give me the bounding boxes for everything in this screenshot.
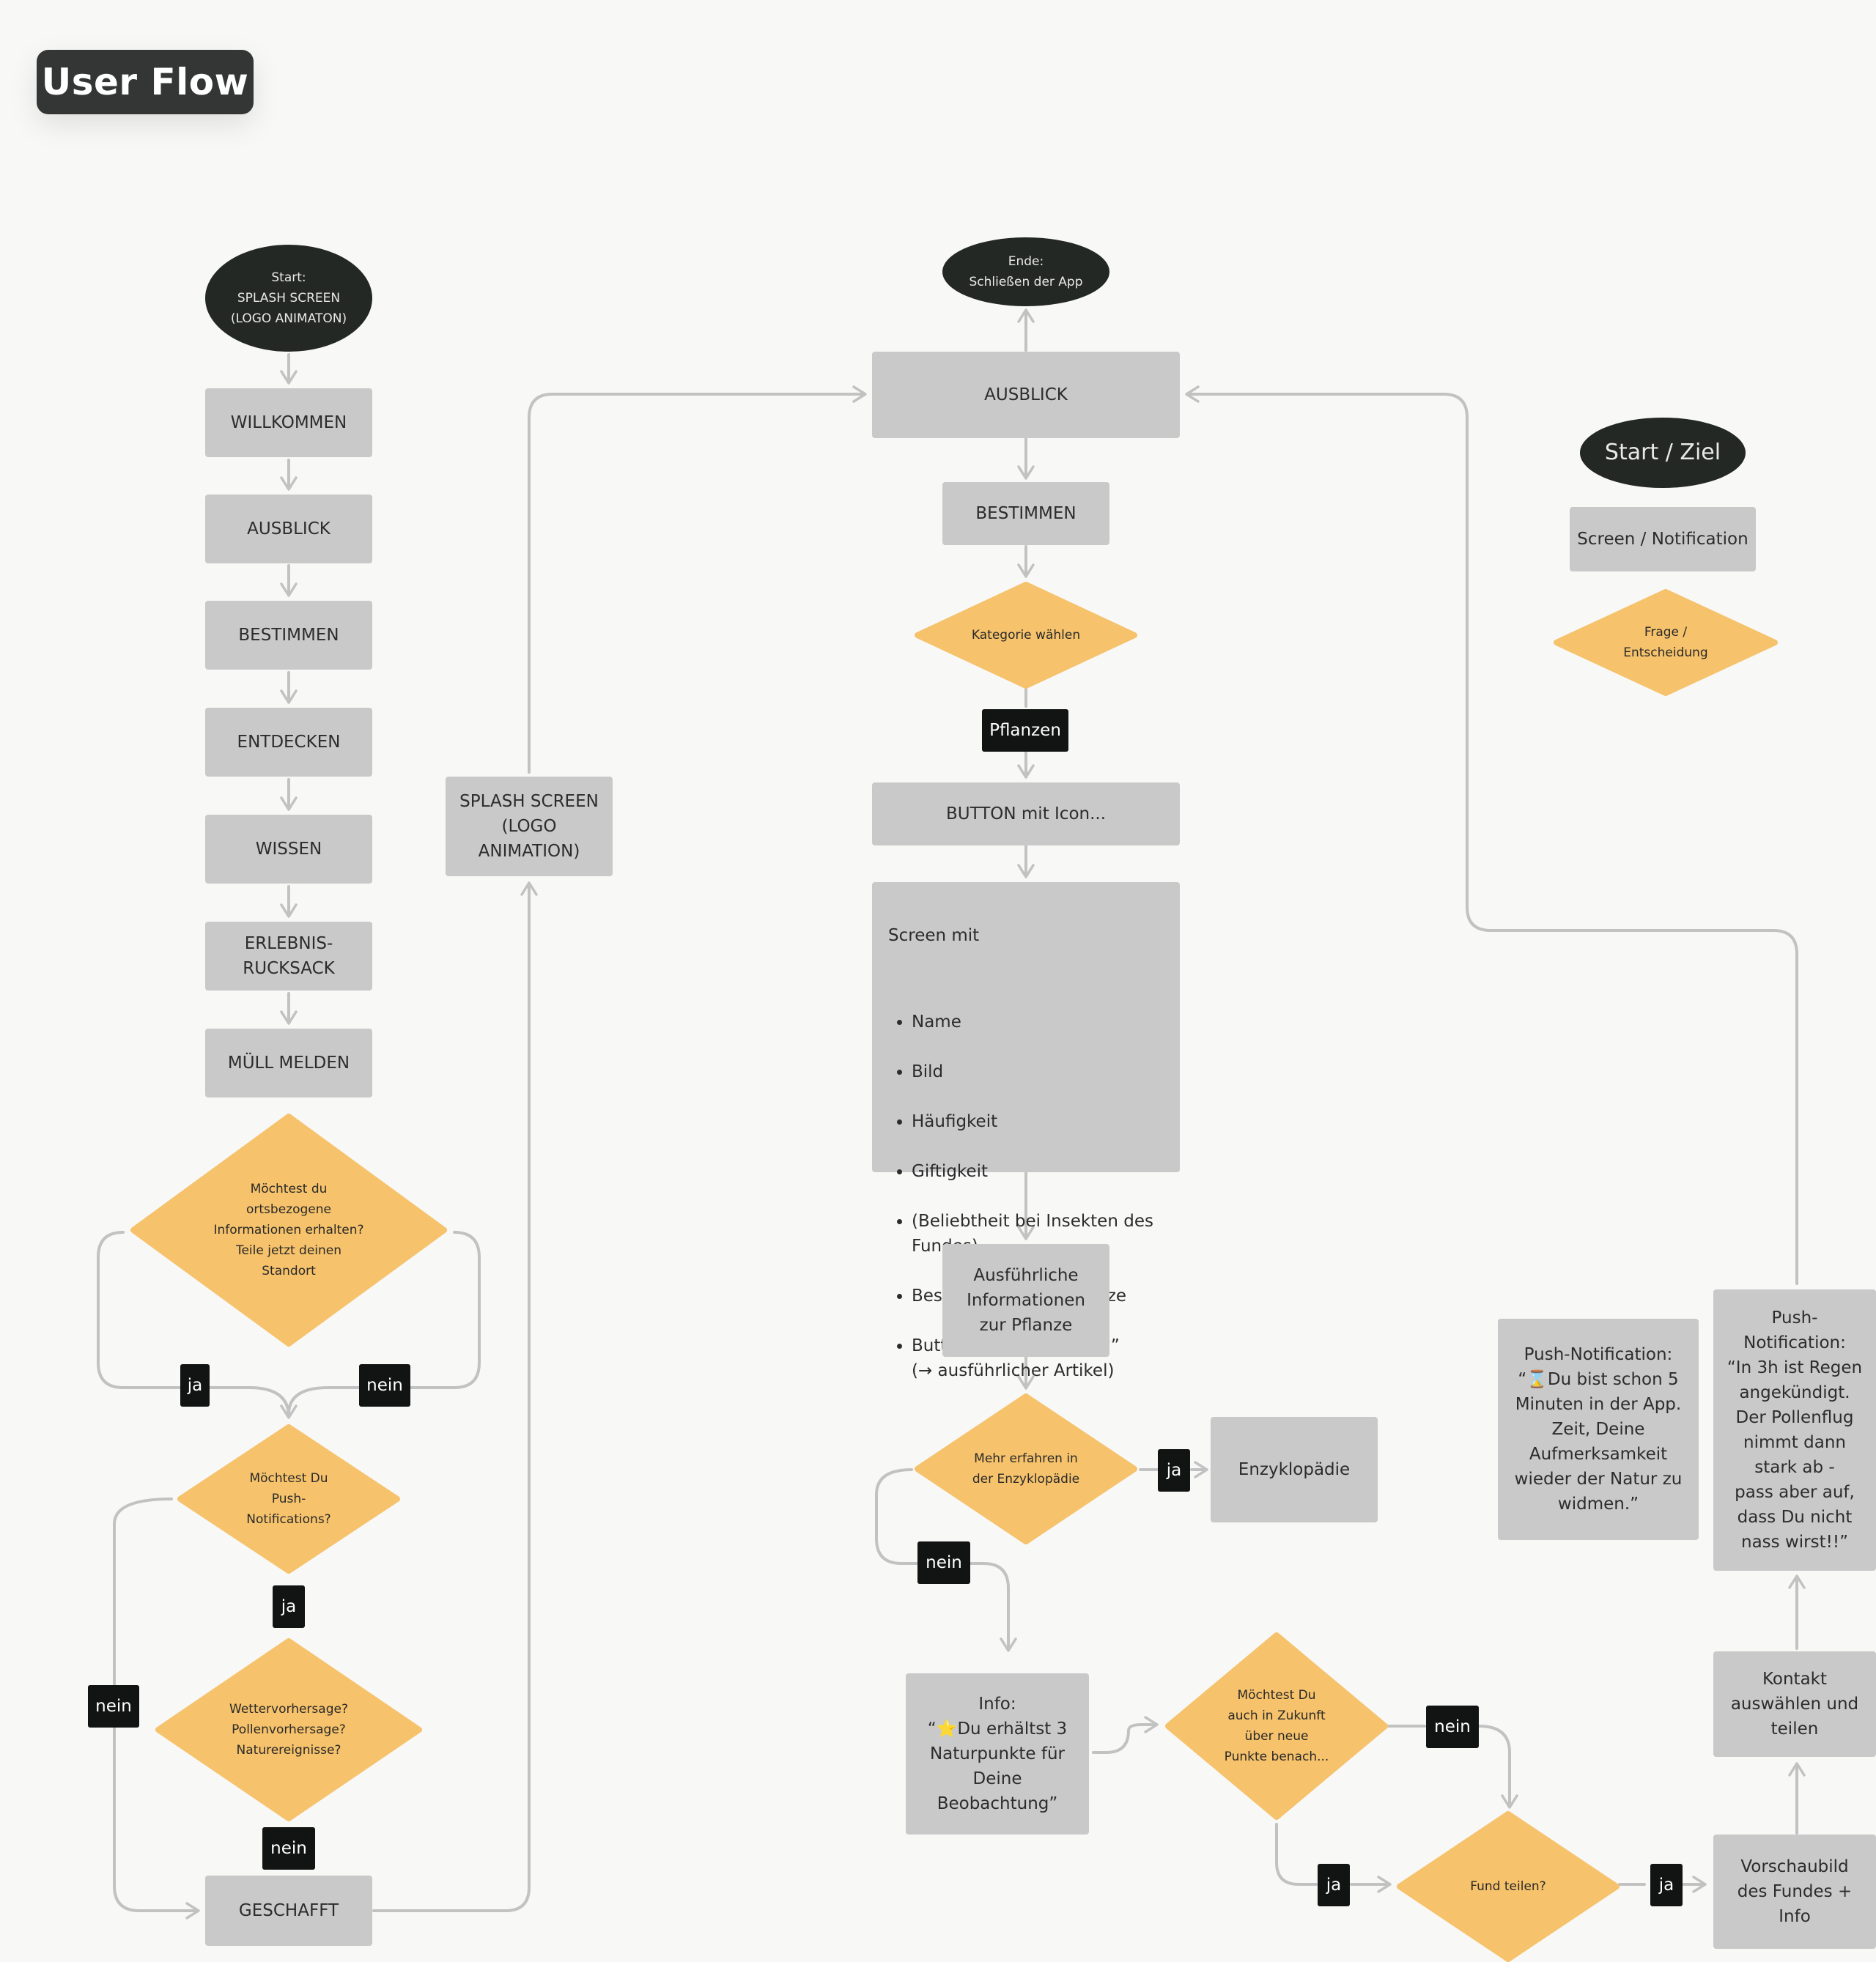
willkommen-screen: WILLKOMMEN: [205, 388, 372, 457]
fund-ja-label: ja: [1650, 1864, 1683, 1906]
push-ja-label: ja: [273, 1585, 305, 1628]
bestimmen-screen-main: BESTIMMEN: [942, 482, 1109, 545]
diamond-shape: [130, 1114, 447, 1347]
start-terminal: Start: SPLASH SCREEN (LOGO ANIMATON): [205, 245, 372, 352]
button-icon-screen: BUTTON mit Icon...: [872, 782, 1180, 845]
diamond-shape: [177, 1424, 400, 1574]
kategorie-decision: Kategorie wählen: [915, 582, 1137, 689]
pflanzen-label: Pflanzen: [982, 709, 1068, 752]
page-title: User Flow: [37, 50, 254, 114]
kontakt-screen: Kontakt auswählen und teilen: [1713, 1651, 1876, 1757]
wissen-screen: WISSEN: [205, 815, 372, 884]
detail-item: Name: [912, 1010, 1164, 1034]
ende-terminal: Ende: Schließen der App: [942, 237, 1109, 306]
mehr-erfahren-question: Mehr erfahren in der Enzyklopädie: [972, 1451, 1080, 1487]
ausfuehrliche-info-screen: Ausführliche Informationen zur Pflanze: [942, 1244, 1109, 1357]
detail-screen-title: Screen mit: [888, 926, 980, 945]
muell-melden-screen: MÜLL MELDEN: [205, 1029, 372, 1097]
detail-item: Bild: [912, 1059, 1164, 1084]
zukunft-question: Möchtest Du auch in Zukunft über neue Pu…: [1224, 1688, 1329, 1764]
zukunft-decision: Möchtest Du auch in Zukunft über neue Pu…: [1165, 1632, 1388, 1820]
legend-terminal-label: Start / Ziel: [1604, 440, 1721, 465]
detail-item: Häufigkeit: [912, 1109, 1164, 1134]
connector: [97, 1231, 298, 1419]
legend-screen: Screen / Notification: [1570, 507, 1756, 571]
wetter-nein-label: nein: [262, 1827, 315, 1870]
connector: [113, 1498, 200, 1920]
fund-decision: Fund teilen?: [1397, 1811, 1620, 1962]
ausblick-screen-left: AUSBLICK: [205, 495, 372, 563]
vorschau-screen: Vorschaubild des Fundes + Info: [1713, 1835, 1876, 1949]
enzyklopaedie-screen: Enzyklopädie: [1211, 1417, 1378, 1522]
connector: [875, 1468, 922, 1565]
erlebnis-rucksack-screen: ERLEBNIS- RUCKSACK: [205, 922, 372, 991]
push-zeit-notification: Push-Notification: “⌛Du bist schon 5 Min…: [1498, 1319, 1699, 1540]
mehr-ja-label: ja: [1158, 1449, 1190, 1492]
legend-terminal: Start / Ziel: [1580, 418, 1746, 488]
geschafft-screen: GESCHAFFT: [205, 1876, 372, 1946]
wetter-question: Wettervorhersage? Pollenvorhersage? Natu…: [229, 1702, 348, 1758]
diamond-shape: [915, 582, 1137, 689]
standort-ja-label: ja: [180, 1364, 210, 1407]
standort-question: Möchtest du ortsbezogene Informationen e…: [213, 1182, 364, 1278]
mehr-erfahren-decision: Mehr erfahren in der Enzyklopädie: [915, 1393, 1137, 1544]
connector: [1092, 1716, 1159, 1754]
connector: [956, 1562, 1017, 1652]
push-regen-notification: Push- Notification: “In 3h ist Regen ang…: [1713, 1289, 1876, 1571]
entdecken-screen: ENTDECKEN: [205, 708, 372, 777]
connector: [1185, 385, 1798, 1285]
wetter-decision: Wettervorhersage? Pollenvorhersage? Natu…: [155, 1638, 422, 1821]
zukunft-nein-label: nein: [1426, 1706, 1479, 1748]
connector: [528, 385, 867, 774]
splash-screen-mid: SPLASH SCREEN (LOGO ANIMATION): [446, 777, 613, 876]
diamond-shape: [155, 1638, 422, 1821]
legend-decision: Frage / Entscheidung: [1554, 589, 1778, 696]
diamond-shape: [1554, 589, 1778, 696]
mehr-nein-label: nein: [917, 1541, 970, 1584]
ausblick-screen-main: AUSBLICK: [872, 352, 1180, 438]
ende-label: Ende: Schließen der App: [969, 254, 1083, 289]
diamond-shape: [1397, 1811, 1620, 1962]
start-label: Start: SPLASH SCREEN (LOGO ANIMATON): [230, 270, 347, 326]
connector: [372, 881, 538, 1912]
detail-item: Giftigkeit: [912, 1159, 1164, 1184]
info-screen: Info: “⭐Du erhältst 3 Naturpunkte für De…: [906, 1673, 1089, 1835]
push-decision: Möchtest Du Push- Notifications?: [177, 1424, 400, 1574]
zukunft-ja-label: ja: [1318, 1864, 1350, 1906]
standort-nein-label: nein: [359, 1364, 410, 1407]
standort-decision: Möchtest du ortsbezogene Informationen e…: [130, 1114, 447, 1347]
kategorie-question: Kategorie wählen: [971, 628, 1081, 643]
legend-decision-label: Frage / Entscheidung: [1623, 625, 1708, 660]
connector: [287, 1231, 481, 1415]
detail-screen: Screen mit Name Bild Häufigkeit Giftigke…: [872, 882, 1180, 1380]
push-question: Möchtest Du Push- Notifications?: [246, 1471, 331, 1527]
diamond-shape: [915, 1393, 1137, 1544]
connector: [1275, 1823, 1318, 1886]
fund-question: Fund teilen?: [1470, 1879, 1546, 1894]
bestimmen-screen-left: BESTIMMEN: [205, 601, 372, 670]
connector: [1477, 1725, 1518, 1809]
push-nein-label: nein: [88, 1685, 139, 1728]
diamond-shape: [1165, 1632, 1388, 1820]
